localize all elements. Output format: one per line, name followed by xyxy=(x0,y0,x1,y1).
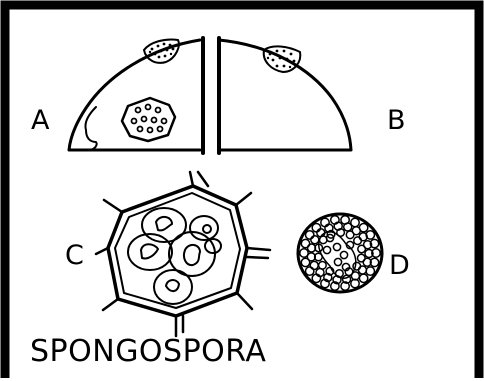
panel-a-outline xyxy=(69,40,200,150)
panel-a-drawing xyxy=(69,38,203,153)
panel-c-spore-balls xyxy=(128,208,221,304)
spore-cell xyxy=(340,251,347,258)
spore-cell xyxy=(334,258,341,265)
spore-cell xyxy=(306,231,314,239)
spore-cell xyxy=(306,267,314,275)
spore-cell xyxy=(323,246,330,253)
panel-a-sorus-stipple xyxy=(149,43,175,59)
panel-d-spore-cells xyxy=(300,216,380,291)
spore-cell xyxy=(366,267,374,275)
spore-cell xyxy=(344,223,352,231)
spore-cell xyxy=(312,224,320,232)
panel-b-outline xyxy=(219,40,351,150)
panel-label-d: D xyxy=(389,252,410,279)
spore-cell xyxy=(358,245,366,253)
spore-cell xyxy=(319,262,327,270)
panel-label-a: A xyxy=(31,107,49,134)
panel-b-drawing xyxy=(219,38,351,153)
spore-cell xyxy=(359,274,367,282)
panel-c-drawing xyxy=(96,172,270,336)
spore-cell xyxy=(311,236,319,244)
figure-frame xyxy=(5,5,479,378)
figure-caption: SPONGOSPORA xyxy=(30,337,266,367)
spore-cell xyxy=(358,254,366,262)
spore-cell xyxy=(346,231,354,239)
spore-cell xyxy=(353,262,361,270)
panel-d-drawing xyxy=(298,214,382,292)
panel-c-cell-wall-inner xyxy=(115,193,240,308)
spore-cell xyxy=(354,237,362,245)
panel-label-b: B xyxy=(387,107,406,134)
spore-cell xyxy=(310,261,318,269)
panel-label-c: C xyxy=(65,242,84,269)
panel-a-wound xyxy=(85,107,96,150)
panel-a-spore-dots xyxy=(132,105,167,133)
spore-cell xyxy=(333,243,340,250)
